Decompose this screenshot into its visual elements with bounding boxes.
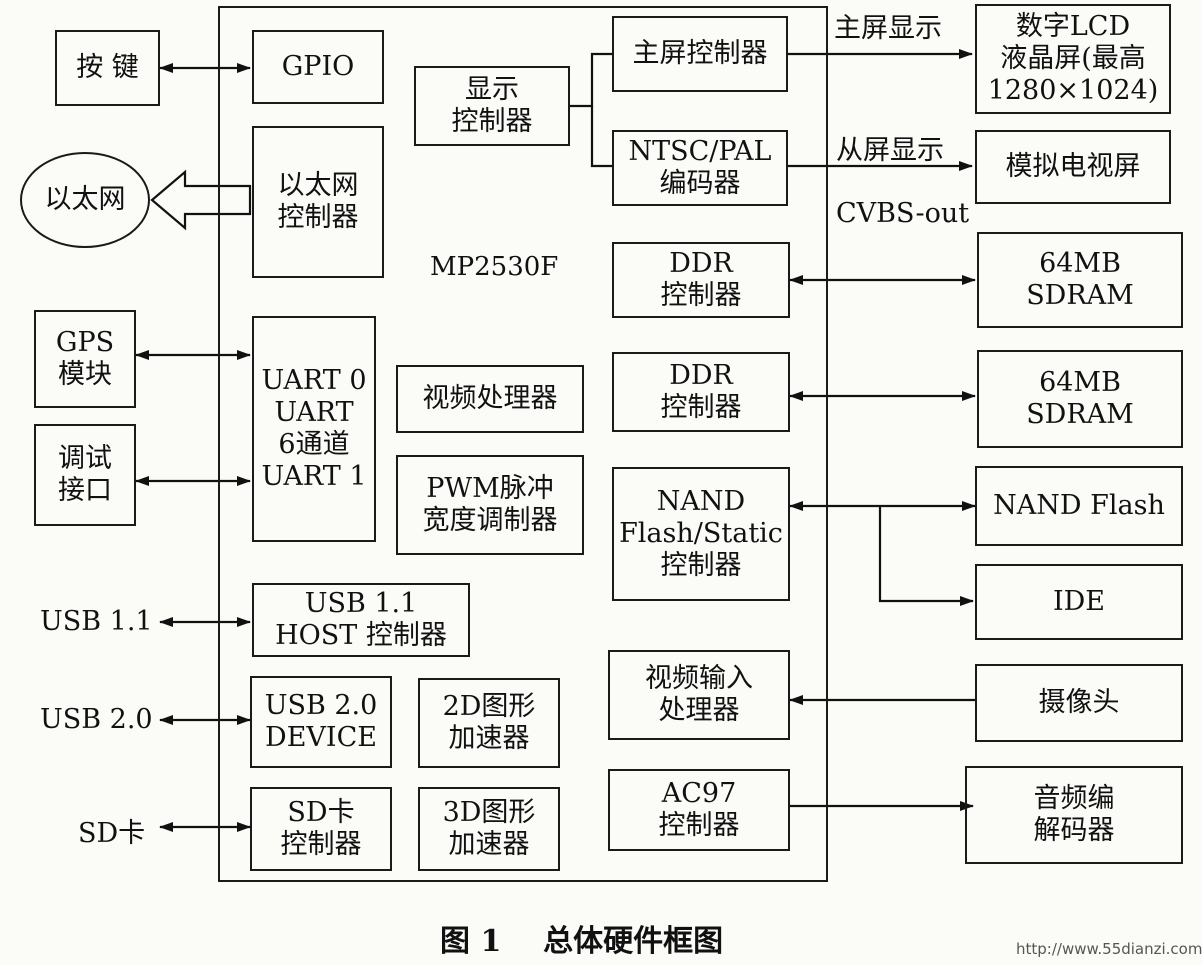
block-text-line: 6通道 <box>278 429 350 460</box>
audio-codec-block: 音频编解码器 <box>965 766 1183 864</box>
block-text-line: 接口 <box>58 475 112 506</box>
block-text-line: 编码器 <box>659 168 741 199</box>
chip-name: MP2530F <box>430 252 559 282</box>
sd-controller-block: SD卡控制器 <box>250 787 392 871</box>
block-text-line: 液晶屏(最高 <box>1000 43 1146 75</box>
sd-card-label: SD卡 <box>78 818 146 849</box>
mp2530f-chip <box>218 6 828 882</box>
block-text-line: AC97 <box>661 778 737 810</box>
block-text-line: 视频处理器 <box>422 383 558 415</box>
block-text-line: SD卡 <box>287 797 355 829</box>
block-text-line: 1280×1024) <box>987 74 1159 106</box>
block-text-line: 音频编 <box>1033 783 1115 815</box>
video-processor-block: 视频处理器 <box>396 365 584 433</box>
block-text-line: 模块 <box>58 359 112 390</box>
watermark: http://www.55dianzi.com <box>1016 940 1202 958</box>
block-text-line: 控制器 <box>451 106 533 137</box>
block-text-line: 以太网 <box>277 170 359 202</box>
block-text-line: 3D图形 <box>442 797 536 829</box>
block-text-line: 处理器 <box>658 695 740 726</box>
block-text-line: 数字LCD <box>1015 11 1131 43</box>
analog-tv-block: 模拟电视屏 <box>975 130 1171 204</box>
3d-accelerator-block: 3D图形加速器 <box>418 787 560 871</box>
block-text-line: USB 2.0 <box>264 690 378 722</box>
cvbs-out-label: CVBS-out <box>836 198 970 229</box>
video-input-processor-block: 视频输入处理器 <box>608 650 790 740</box>
block-text-line: 模拟电视屏 <box>1005 151 1141 183</box>
block-text-line: 控制器 <box>660 280 742 311</box>
block-text-line: NAND Flash <box>993 490 1165 522</box>
block-text-line: 调试 <box>58 443 112 475</box>
block-text-line: DDR <box>669 360 733 392</box>
block-text-line: 加速器 <box>448 829 530 860</box>
block-text-line: 控制器 <box>660 549 742 581</box>
block-text-line: 64MB <box>1039 367 1121 399</box>
block-text-line: 主屏控制器 <box>632 38 768 70</box>
usb20-label: USB 2.0 <box>40 704 153 735</box>
block-text-line: GPIO <box>281 51 355 83</box>
block-text-line: 解码器 <box>1033 815 1115 846</box>
block-text-line: USB 1.1 <box>304 588 418 620</box>
block-text-line: GPS <box>55 327 115 359</box>
ethernet-node: 以太网 <box>20 152 150 248</box>
usb11-label: USB 1.1 <box>40 606 153 637</box>
2d-accelerator-block: 2D图形加速器 <box>418 678 560 768</box>
block-text-line: HOST 控制器 <box>275 620 447 651</box>
block-text-line: 2D图形 <box>442 691 536 723</box>
nand-flash-block: NAND Flash <box>975 466 1183 546</box>
block-text-line: 控制器 <box>660 392 742 423</box>
camera-block: 摄像头 <box>975 664 1183 742</box>
block-text-line: NTSC/PAL <box>628 136 772 168</box>
block-text-line: 按 键 <box>76 52 139 84</box>
ethernet-arrow <box>150 169 252 231</box>
block-text-line: 宽度调制器 <box>422 505 558 536</box>
block-text-line: Flash/Static <box>619 518 783 550</box>
block-text-line: UART 1 <box>261 460 367 492</box>
keys-block: 按 键 <box>55 30 160 106</box>
block-text-line: IDE <box>1052 586 1106 618</box>
block-text-line: 以太网 <box>44 184 126 216</box>
figure-caption: 图 1 总体硬件框图 <box>440 924 724 959</box>
block-text-line: UART <box>274 397 354 429</box>
block-text-line: 控制器 <box>658 810 740 841</box>
block-text-line: PWM脉冲 <box>426 473 554 505</box>
sub-display-label: 从屏显示 <box>836 135 944 166</box>
block-text-line: 加速器 <box>448 723 530 754</box>
block-text-line: UART 0 <box>261 365 367 397</box>
block-text-line: 显示 <box>465 74 519 106</box>
display-controller-block: 显示控制器 <box>414 66 570 146</box>
block-text-line: DEVICE <box>265 722 377 753</box>
debug-interface-block: 调试接口 <box>34 424 136 526</box>
pwm-modulator-block: PWM脉冲宽度调制器 <box>396 455 584 555</box>
block-text-line: SDRAM <box>1026 399 1134 430</box>
main-display-label: 主屏显示 <box>834 13 942 44</box>
block-text-line: DDR <box>669 248 733 280</box>
block-text-line: 控制器 <box>277 202 359 233</box>
ethernet-controller-block: 以太网控制器 <box>252 126 384 278</box>
block-text-line: 64MB <box>1039 248 1121 280</box>
block-text-line: 控制器 <box>280 829 362 860</box>
main-screen-controller-block: 主屏控制器 <box>612 16 788 92</box>
block-text-line: 摄像头 <box>1038 687 1120 719</box>
block-text-line: SDRAM <box>1026 280 1134 311</box>
ide-block: IDE <box>975 564 1183 640</box>
block-text-line: NAND <box>656 486 746 518</box>
gpio-block: GPIO <box>252 30 384 104</box>
block-text-line: 视频输入 <box>645 663 753 695</box>
